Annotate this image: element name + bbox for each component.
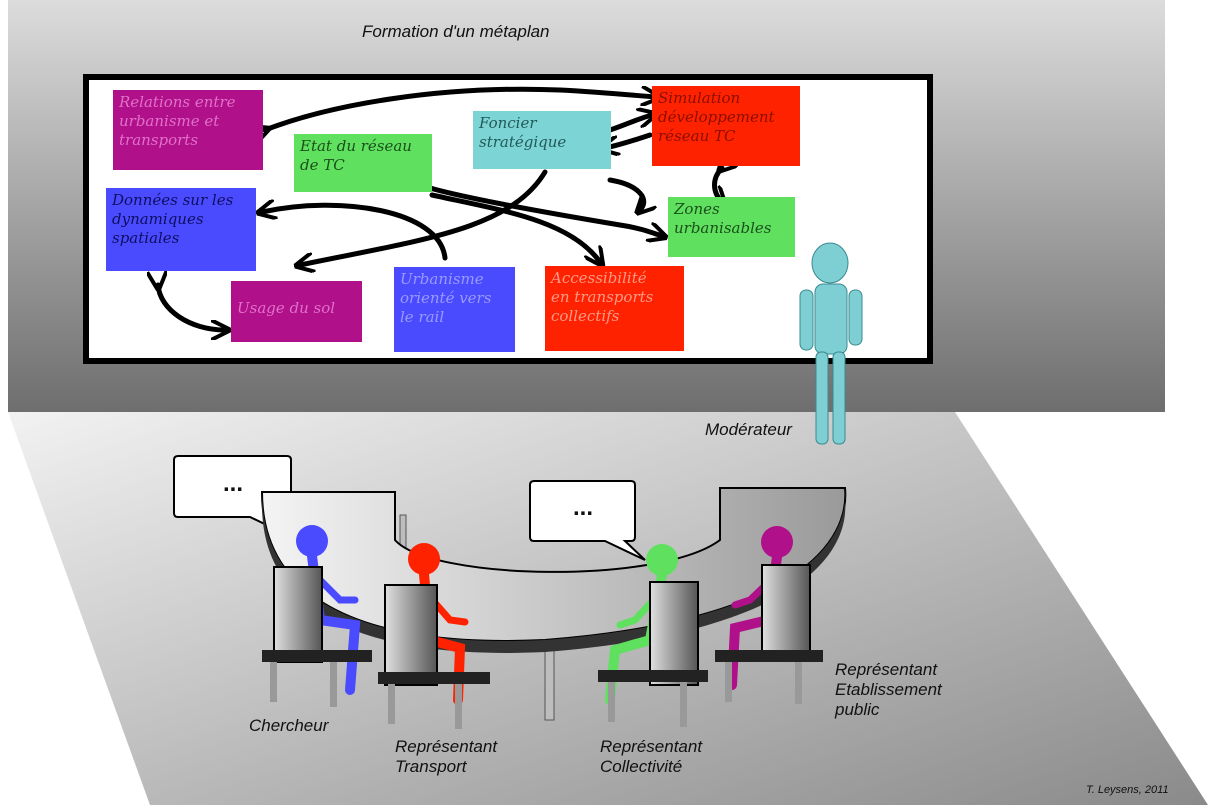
collectivite-figure bbox=[598, 544, 708, 727]
transport-figure bbox=[378, 543, 490, 729]
label-chercheur: Chercheur bbox=[249, 716, 329, 735]
arrow-foncier-simulation bbox=[607, 115, 652, 133]
arrow-donnees-usage bbox=[158, 285, 225, 330]
page-title: Formation d'un métaplan bbox=[362, 22, 550, 41]
chercheur-figure bbox=[262, 525, 372, 707]
label-moderator: Modérateur bbox=[705, 420, 792, 439]
board-arrows bbox=[158, 89, 722, 330]
speech-bubble-collectivite bbox=[529, 480, 646, 561]
etablissement-chair-back bbox=[761, 564, 811, 661]
arrow-foncier-donnees bbox=[300, 169, 548, 265]
bubble-text-chercheur: ... bbox=[222, 470, 243, 497]
credit: T. Leysens, 2011 bbox=[1086, 784, 1169, 796]
moderator-figure bbox=[799, 242, 863, 445]
arrow-urbanisme-donnees bbox=[262, 205, 448, 261]
arrow-relations-simulation bbox=[265, 89, 655, 130]
card-usage: Usage du sol bbox=[231, 281, 362, 342]
transport-chair-back bbox=[384, 584, 438, 686]
arrow-etat-zones bbox=[417, 182, 662, 236]
chercheur-chair-back bbox=[273, 566, 323, 663]
bubble-text-collectivite: ... bbox=[572, 494, 593, 521]
arrow-foncier-zones bbox=[607, 177, 644, 210]
arrow-etat-accessibilite bbox=[429, 192, 600, 262]
collectivite-chair-back bbox=[649, 581, 699, 686]
etablissement-figure bbox=[715, 526, 823, 704]
